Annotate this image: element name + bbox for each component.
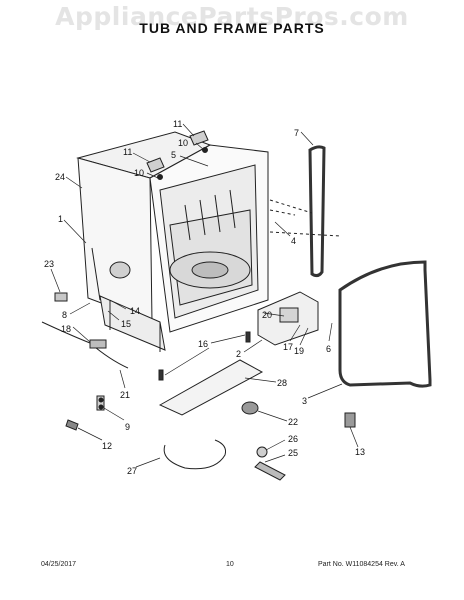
callout-28: 28 xyxy=(277,378,287,388)
screw-upper xyxy=(245,331,251,343)
callout-4: 4 xyxy=(291,236,296,246)
callout-16: 16 xyxy=(198,339,208,349)
callout-12: 12 xyxy=(102,441,112,451)
top-brackets xyxy=(146,130,209,180)
callout-22: 22 xyxy=(288,417,298,427)
site-watermark: AppliancePartsPros.com xyxy=(55,2,409,31)
control-module xyxy=(279,307,299,323)
callout-15: 15 xyxy=(121,319,131,329)
callout-3: 3 xyxy=(302,396,307,406)
callout-23: 23 xyxy=(44,259,54,269)
callout-26: 26 xyxy=(288,434,298,444)
float-part xyxy=(256,446,268,458)
clip xyxy=(344,412,356,428)
callout-10-left: 10 xyxy=(134,168,144,178)
callout-9: 9 xyxy=(125,422,130,432)
callout-24: 24 xyxy=(55,172,65,182)
screw xyxy=(65,419,79,431)
footer-date: 04/25/2017 xyxy=(41,561,77,568)
footer-page-number: 10 xyxy=(226,561,234,568)
callout-5: 5 xyxy=(171,150,176,160)
callout-6: 6 xyxy=(326,344,331,354)
callout-27: 27 xyxy=(127,466,137,476)
base-plate xyxy=(158,359,264,416)
screw-lower xyxy=(158,369,164,381)
callout-17: 17 xyxy=(283,342,293,352)
page-title: TUB AND FRAME PARTS xyxy=(139,20,325,36)
footer-part-number: Part No. W11084254 Rev. A xyxy=(318,561,405,568)
callout-2: 2 xyxy=(236,349,241,359)
tub-body xyxy=(76,131,269,352)
motor-part xyxy=(241,401,259,415)
callout-1: 1 xyxy=(58,214,63,224)
callout-11-top: 11 xyxy=(173,119,182,129)
callout-7: 7 xyxy=(294,128,299,138)
callout-18: 18 xyxy=(61,324,71,334)
callout-21: 21 xyxy=(120,390,130,400)
callout-11-left: 11 xyxy=(123,147,132,157)
hose-clamp xyxy=(89,339,107,349)
callout-14: 14 xyxy=(130,306,140,316)
callout-8: 8 xyxy=(62,310,67,320)
leveling-leg xyxy=(54,292,68,302)
spacer xyxy=(96,395,105,411)
float-switch xyxy=(254,461,286,481)
callout-13: 13 xyxy=(355,447,365,457)
door-gasket xyxy=(308,145,326,278)
callout-20: 20 xyxy=(262,310,272,320)
callout-19: 19 xyxy=(294,346,304,356)
callout-10-top: 10 xyxy=(178,138,188,148)
callout-25: 25 xyxy=(288,448,298,458)
wire-harness xyxy=(163,439,226,470)
lower-gasket xyxy=(338,260,432,388)
